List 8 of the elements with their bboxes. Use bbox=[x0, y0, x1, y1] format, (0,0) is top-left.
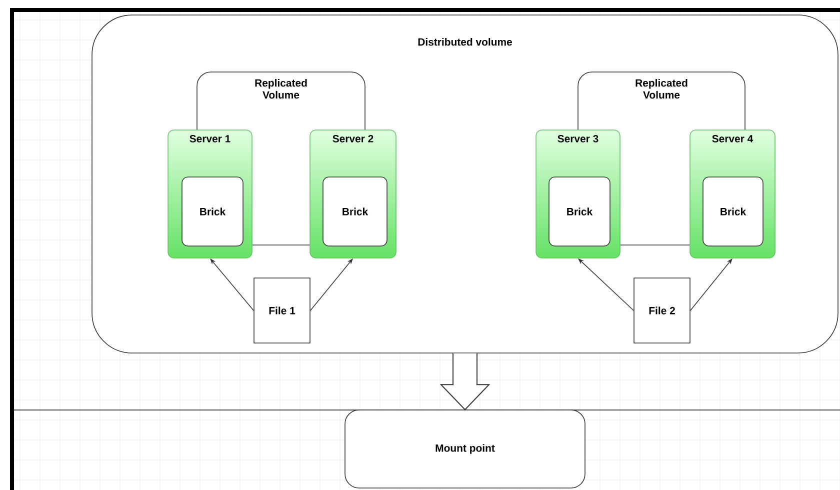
file-box: File 1 bbox=[254, 278, 310, 344]
brick-box: Brick bbox=[702, 176, 764, 246]
brick-box: Brick bbox=[182, 176, 244, 246]
block-arrow bbox=[440, 352, 490, 410]
file-box: File 2 bbox=[634, 278, 690, 344]
mount-point-box: Mount point bbox=[344, 410, 586, 488]
brick-box: Brick bbox=[322, 176, 388, 246]
brick-box: Brick bbox=[548, 176, 610, 246]
